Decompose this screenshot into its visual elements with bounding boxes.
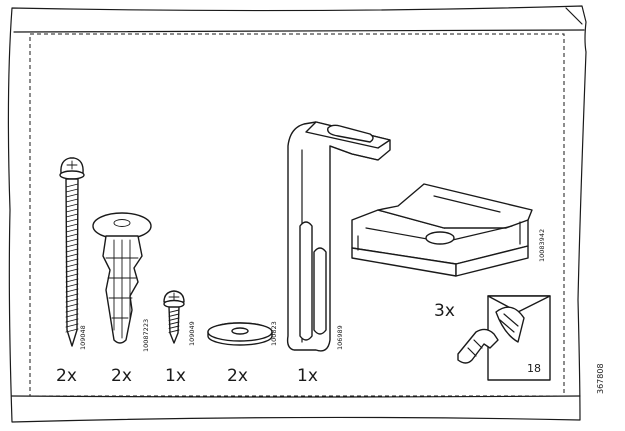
bag-dashed-boundary [29,33,565,397]
wall-plug-icon [92,212,152,344]
quantity-bracket: 1x [297,366,318,386]
part-number-bracket: 106989 [336,325,344,350]
quantity-long-screw: 2x [56,366,77,386]
bag-fold-corner [565,7,583,25]
part-number-clip: 10083942 [538,229,546,262]
adhesive-pad-icon [457,295,551,381]
short-screw-icon [163,290,185,344]
part-number-short-screw: 109049 [188,321,196,346]
washer-icon [207,322,273,346]
quantity-clip: 3x [434,301,455,321]
clip-icon [351,183,533,277]
part-number-washer: 100823 [270,321,278,346]
quantity-washer: 2x [227,366,248,386]
bag-top-seal [13,29,585,33]
long-screw-icon [59,157,85,347]
part-number-long-screw: 109048 [79,325,87,350]
quantity-short-screw: 1x [165,366,186,386]
adhesive-pad-count: 18 [527,362,541,375]
quantity-wall-plug: 2x [111,366,132,386]
bracket-icon [286,121,391,352]
bag-outline [7,5,587,423]
part-number-wall-plug: 10087223 [142,319,150,352]
doc-number: 367808 [596,363,605,394]
